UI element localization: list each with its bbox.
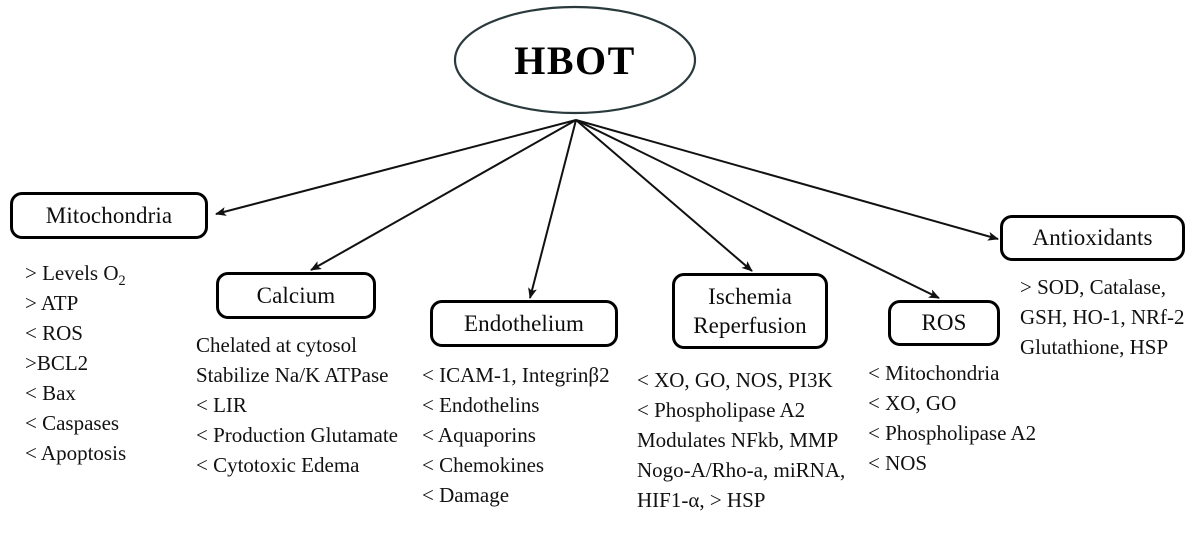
node-box-calcium[interactable]: Calcium bbox=[216, 272, 376, 319]
node-box-endothelium[interactable]: Endothelium bbox=[430, 300, 618, 347]
arrow-group bbox=[215, 119, 999, 299]
list-item: > ATP bbox=[25, 291, 79, 315]
list-item: < Production Glutamate bbox=[196, 423, 398, 447]
node-title-mitochondria: Mitochondria bbox=[45, 202, 173, 228]
list-item: < ICAM-1, Integrinβ2 bbox=[422, 363, 610, 387]
list-item: >BCL2 bbox=[25, 351, 89, 375]
arrow-to-mitochondria bbox=[215, 119, 577, 216]
hub-label-text: HBOT bbox=[514, 38, 636, 83]
list-item: HIF1-α, > HSP bbox=[637, 488, 766, 512]
list-item: < Aquaporins bbox=[422, 423, 536, 447]
list-item: < Phospholipase A2 bbox=[637, 398, 806, 422]
list-item: < NOS bbox=[868, 451, 928, 475]
list-item: < Endothelins bbox=[422, 393, 540, 417]
node-title-antioxidants: Antioxidants bbox=[1032, 225, 1153, 251]
list-item: > Levels O2 bbox=[25, 261, 126, 290]
arrow-to-ischemia-reperfusion bbox=[575, 119, 753, 272]
list-item: Stabilize Na/K ATPase bbox=[196, 363, 389, 387]
list-item: Glutathione, HSP bbox=[1020, 335, 1169, 359]
node-box-mitochondria[interactable]: Mitochondria bbox=[10, 192, 208, 239]
list-item: > SOD, Catalase, bbox=[1020, 275, 1166, 299]
item-list-calcium: Chelated at cytosol Stabilize Na/K ATPas… bbox=[196, 330, 398, 480]
list-item: < Chemokines bbox=[422, 453, 545, 477]
list-item: < Damage bbox=[422, 483, 510, 507]
node-title-calcium: Calcium bbox=[256, 282, 336, 308]
list-item: < Bax bbox=[25, 381, 76, 405]
item-list-ischemia-reperfusion: < XO, GO, NOS, PI3K < Phospholipase A2 M… bbox=[637, 365, 845, 515]
arrow-to-endothelium bbox=[528, 119, 577, 299]
arrow-to-calcium bbox=[310, 119, 577, 271]
list-item: Modulates NFkb, MMP bbox=[637, 428, 839, 452]
arrow-to-ros bbox=[575, 119, 940, 299]
node-title-endothelium: Endothelium bbox=[464, 310, 584, 336]
list-item: < ROS bbox=[25, 321, 83, 345]
list-item: Chelated at cytosol bbox=[196, 333, 357, 357]
list-item: GSH, HO-1, NRf-2 bbox=[1020, 305, 1185, 329]
item-list-mitochondria: > Levels O2 > ATP < ROS >BCL2 < Bax < Ca… bbox=[25, 258, 126, 468]
arrow-to-antioxidants bbox=[575, 119, 999, 241]
list-item: < LIR bbox=[196, 393, 247, 417]
list-item: < XO, GO, NOS, PI3K bbox=[637, 368, 833, 392]
node-box-ischemia-reperfusion[interactable]: Ischemia Reperfusion bbox=[672, 273, 828, 349]
hub-label: HBOT bbox=[455, 8, 695, 113]
node-box-ros[interactable]: ROS bbox=[888, 300, 1000, 346]
item-list-endothelium: < ICAM-1, Integrinβ2 < Endothelins < Aqu… bbox=[422, 360, 610, 510]
hub-ellipse bbox=[453, 5, 697, 115]
list-item: < Apoptosis bbox=[25, 441, 127, 465]
node-box-antioxidants[interactable]: Antioxidants bbox=[1000, 215, 1185, 261]
list-item: < Mitochondria bbox=[868, 361, 1000, 385]
node-title-ischemia-reperfusion: Ischemia Reperfusion bbox=[693, 283, 807, 338]
list-item: < Cytotoxic Edema bbox=[196, 453, 360, 477]
list-item: < Phospholipase A2 bbox=[868, 421, 1037, 445]
item-list-antioxidants: > SOD, Catalase, GSH, HO-1, NRf-2 Glutat… bbox=[1020, 272, 1185, 362]
node-title-ros: ROS bbox=[921, 310, 967, 336]
item-list-ros: < Mitochondria < XO, GO < Phospholipase … bbox=[868, 358, 1036, 478]
list-item: Nogo-A/Rho-a, miRNA, bbox=[637, 458, 846, 482]
list-item: < XO, GO bbox=[868, 391, 957, 415]
list-item: < Caspases bbox=[25, 411, 120, 435]
